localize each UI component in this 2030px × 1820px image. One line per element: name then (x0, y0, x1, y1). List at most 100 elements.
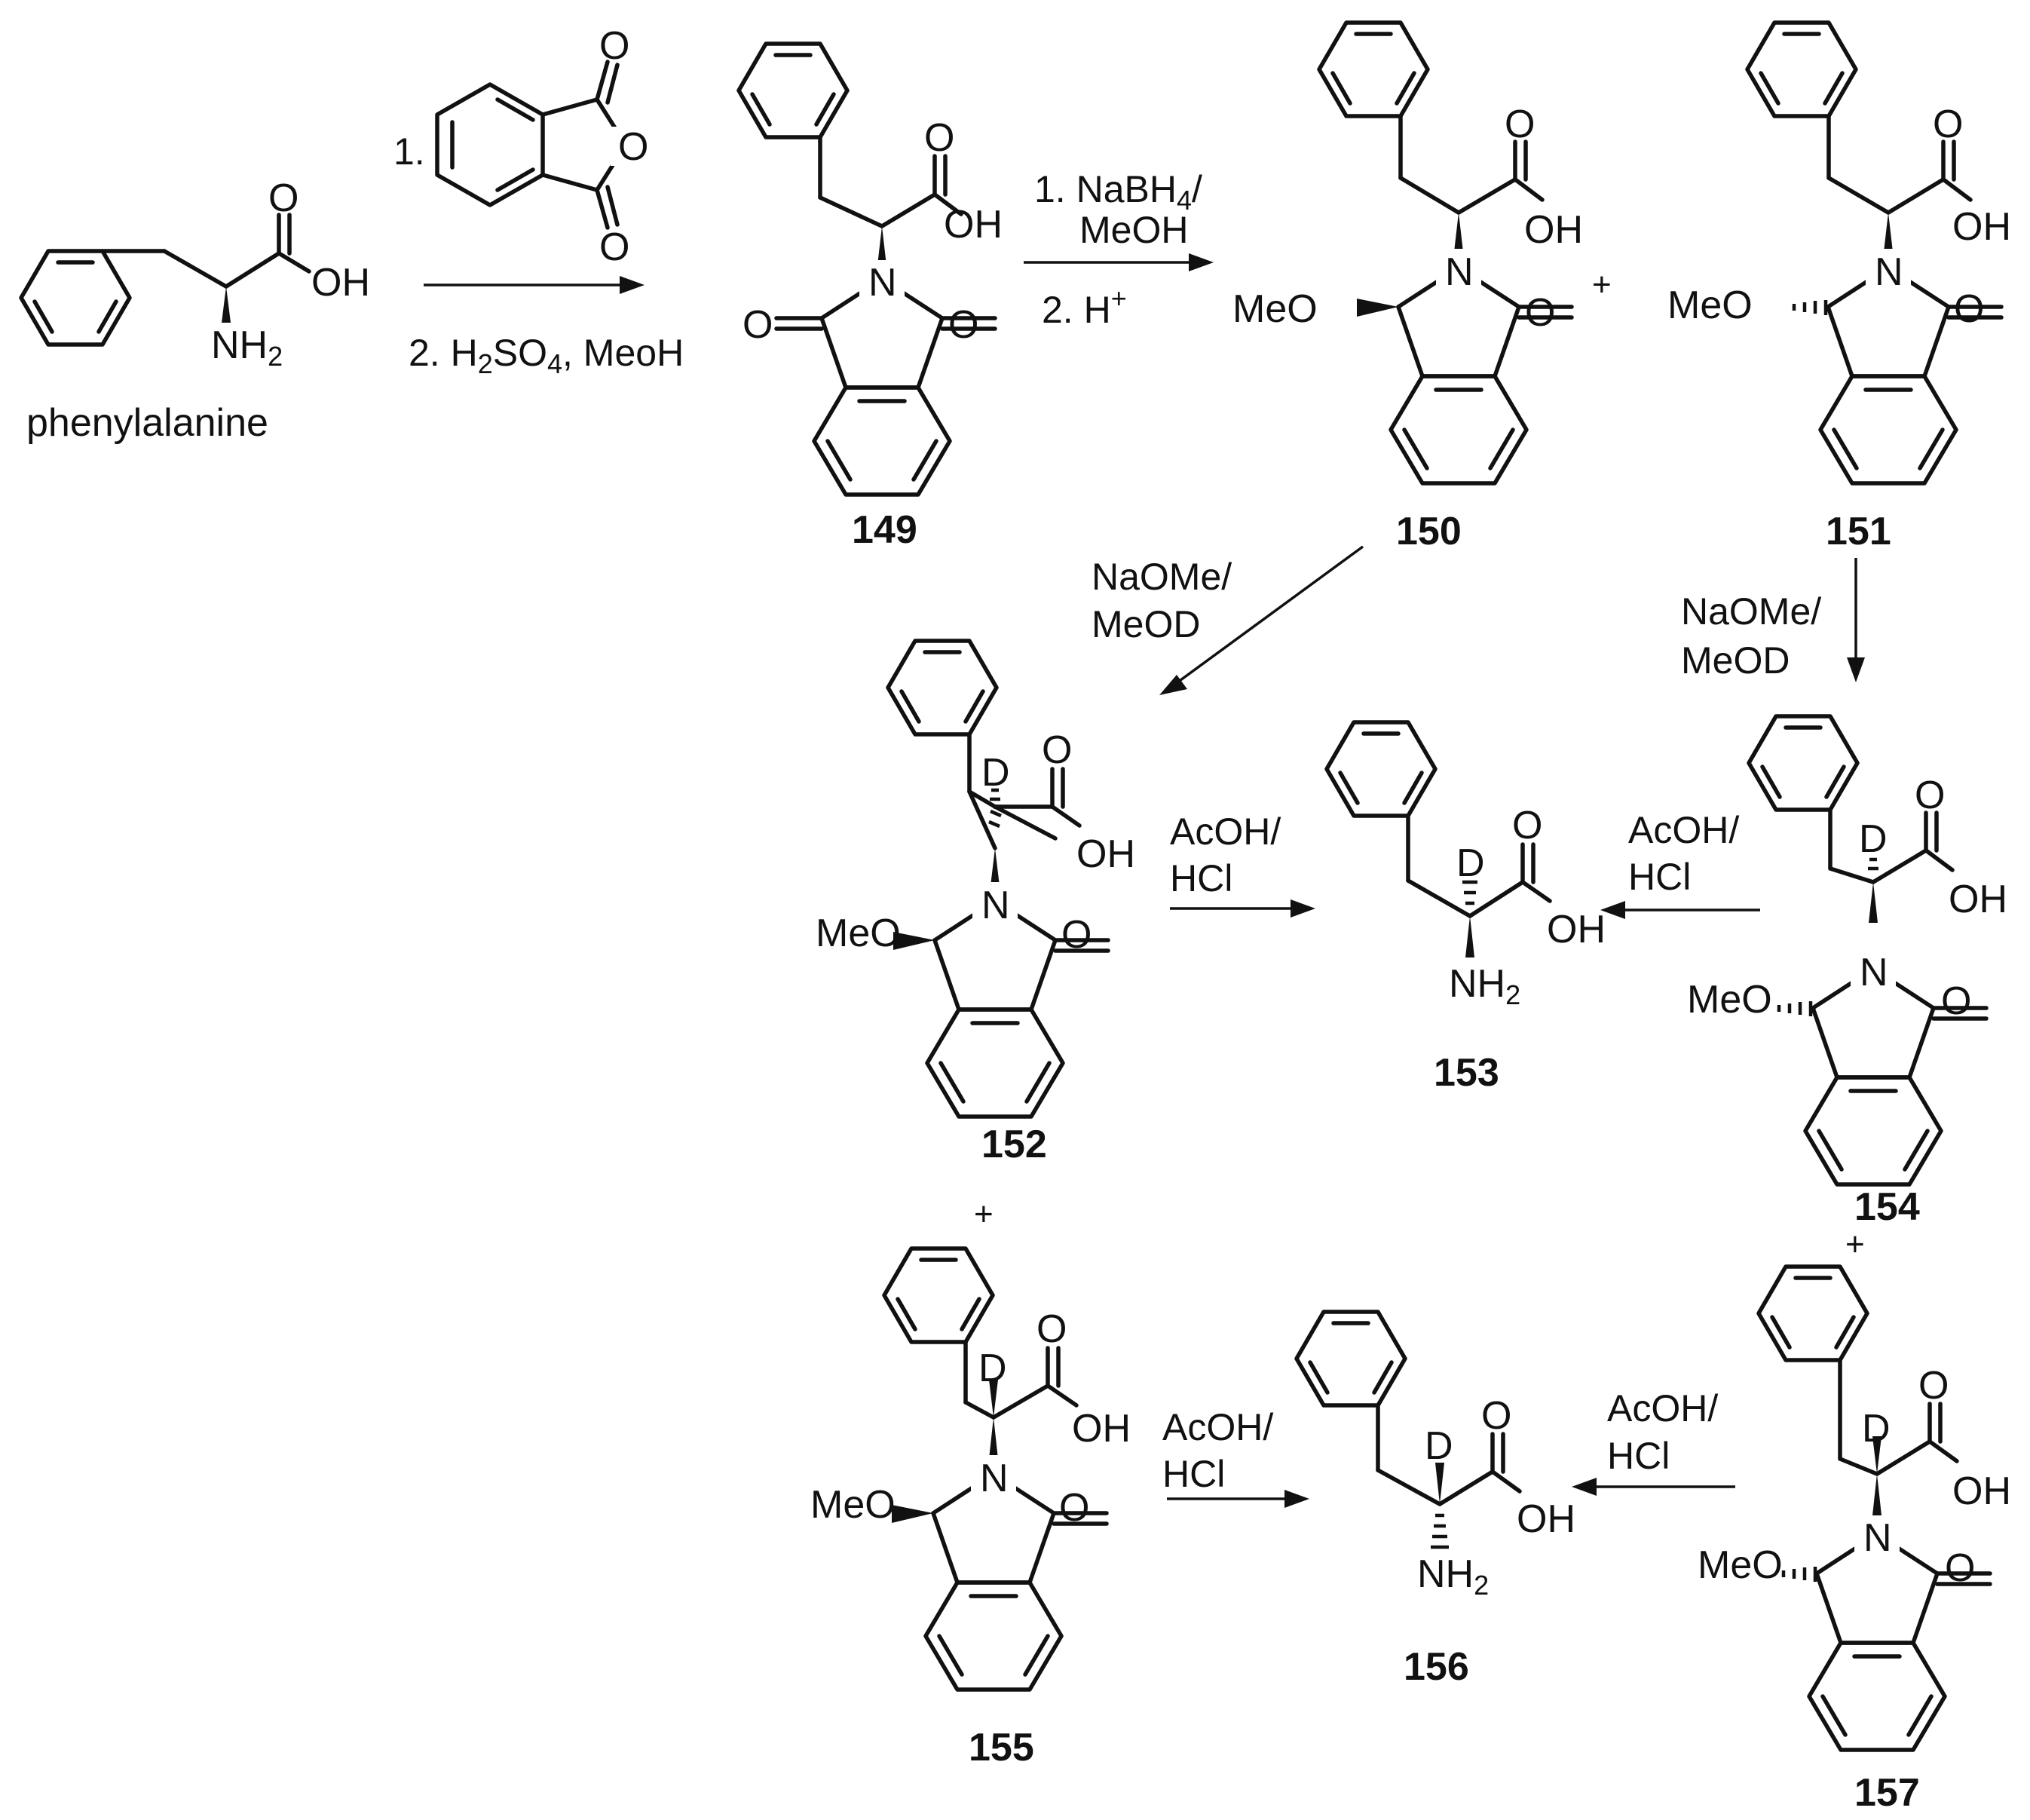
svg-text:NaOMe/: NaOMe/ (1092, 556, 1232, 598)
svg-text:O: O (1061, 913, 1092, 957)
svg-text:O: O (924, 116, 954, 160)
compound-155: D O OH N MeO O 155 (810, 1249, 1131, 1769)
n-label: N (1445, 250, 1474, 294)
svg-text:NH2: NH2 (1417, 1552, 1489, 1601)
step1-acid: 2. H (409, 332, 478, 374)
svg-text:HCl: HCl (1170, 857, 1232, 899)
svg-text:NH2: NH2 (211, 323, 283, 372)
step2-reagents: 1. NaBH4/ MeOH 2. H+ (1024, 168, 1214, 331)
compound-id: 157 (1854, 1771, 1920, 1815)
plus-sign: + (974, 1196, 994, 1233)
compound-id: 152 (981, 1123, 1047, 1166)
plus-sign: + (1845, 1226, 1865, 1263)
compound-153: D O OH NH2 153 (1327, 722, 1606, 1095)
n-label: N (1863, 1516, 1892, 1560)
svg-text:AcOH/: AcOH/ (1170, 810, 1281, 853)
compound-id: 151 (1826, 510, 1891, 553)
atom-o: O (268, 176, 299, 220)
svg-text:MeOD: MeOD (1092, 603, 1200, 645)
arrow-151-to-154: NaOMe/ MeOD (1681, 558, 1865, 682)
meo-label: MeO (816, 912, 901, 955)
oh-label: OH (1547, 908, 1606, 951)
svg-text:O: O (1918, 1364, 1949, 1408)
n-label: N (980, 1457, 1009, 1500)
nh2-label: NH (211, 323, 268, 367)
compound-157: D O OH N MeO O 157 (1698, 1267, 2011, 1815)
arrow-152-to-153: AcOH/ HCl (1170, 810, 1315, 918)
phenylalanine-label: phenylalanine (26, 401, 268, 445)
svg-text:AcOH/: AcOH/ (1162, 1406, 1273, 1448)
arrow-157-to-156: AcOH/ HCl (1572, 1387, 1735, 1496)
svg-text:O: O (1036, 1307, 1067, 1351)
oh-label: OH (1517, 1497, 1575, 1541)
meo-label: MeO (1687, 978, 1772, 1022)
d-label: D (1456, 841, 1485, 885)
n-label: N (981, 884, 1010, 927)
compound-150: O OH N MeO O 150 (1232, 23, 1583, 553)
svg-text:1. NaBH4/: 1. NaBH4/ (1034, 168, 1202, 216)
compound-id: 156 (1404, 1645, 1469, 1689)
step1-reagents: O O O 1. 2. H2SO4, MeoH (393, 24, 684, 379)
arrow-154-to-153: AcOH/ HCl (1600, 809, 1760, 919)
svg-text:O: O (1525, 291, 1555, 335)
compound-151: O OH N MeO O 151 (1667, 23, 2011, 553)
svg-text:O: O (742, 303, 773, 347)
compound-id: 153 (1434, 1051, 1499, 1095)
d-label: D (978, 1347, 1007, 1390)
oh-label: OH (1952, 205, 2011, 249)
svg-text:MeOH: MeOH (1079, 209, 1188, 251)
d-label: D (981, 751, 1010, 795)
n-label: N (1860, 951, 1888, 994)
svg-text:2. H+: 2. H+ (1042, 283, 1127, 331)
atom-o: O (599, 24, 629, 68)
compound-152: D O OH N MeO O 152 (816, 641, 1135, 1166)
atom-o: O (599, 225, 629, 269)
svg-text:HCl: HCl (1628, 856, 1691, 898)
svg-text:O: O (1042, 728, 1072, 772)
compound-154: D O OH N MeO O 154 (1687, 716, 2007, 1229)
svg-text:NaOMe/: NaOMe/ (1681, 590, 1821, 633)
meo-label: MeO (1232, 287, 1318, 331)
svg-text:NH2: NH2 (1449, 962, 1520, 1010)
svg-text:O: O (1933, 103, 1963, 146)
arrow-150-to-152: NaOMe/ MeOD (1092, 545, 1364, 695)
meo-label: MeO (1667, 283, 1753, 327)
meo-label: MeO (810, 1483, 896, 1527)
svg-text:MeOD: MeOD (1681, 639, 1790, 682)
oh-label: OH (1076, 832, 1135, 876)
svg-text:AcOH/: AcOH/ (1628, 809, 1739, 851)
svg-text:O: O (1945, 1546, 1975, 1590)
d-label: D (1425, 1424, 1453, 1468)
svg-text:2. H2SO4, MeoH: 2. H2SO4, MeoH (409, 332, 684, 379)
d-label: D (1862, 1407, 1891, 1451)
svg-text:O: O (948, 303, 978, 347)
svg-text:HCl: HCl (1607, 1435, 1670, 1477)
arrow-155-to-156: AcOH/ HCl (1162, 1406, 1309, 1508)
svg-text:O: O (1059, 1486, 1089, 1530)
compound-149: O OH N O O 149 (739, 44, 1003, 552)
oh-label: OH (311, 261, 370, 305)
step1-number: 1. (393, 130, 425, 173)
meo-label: MeO (1698, 1543, 1783, 1587)
d-label: D (1859, 817, 1888, 861)
oh-label: OH (1072, 1407, 1131, 1451)
compound-id: 150 (1396, 510, 1462, 553)
svg-text:O: O (1941, 979, 1971, 1023)
phenylalanine-structure: O OH NH2 phenylalanine (21, 176, 370, 445)
svg-text:O: O (1481, 1394, 1511, 1438)
compound-156: D O OH NH2 156 (1297, 1312, 1575, 1689)
plus-sign: + (1592, 266, 1612, 303)
n-label: N (1875, 250, 1903, 294)
compound-id: 155 (969, 1726, 1034, 1769)
n-label: N (868, 261, 897, 305)
svg-text:HCl: HCl (1162, 1453, 1225, 1495)
oh-label: OH (1949, 878, 2007, 921)
svg-text:O: O (1954, 287, 1984, 331)
svg-text:O: O (1512, 804, 1542, 847)
atom-o: O (618, 125, 648, 169)
oh-label: OH (1952, 1469, 2011, 1513)
svg-text:AcOH/: AcOH/ (1607, 1387, 1718, 1429)
compound-id: 154 (1854, 1185, 1920, 1229)
compound-id: 149 (852, 508, 917, 552)
